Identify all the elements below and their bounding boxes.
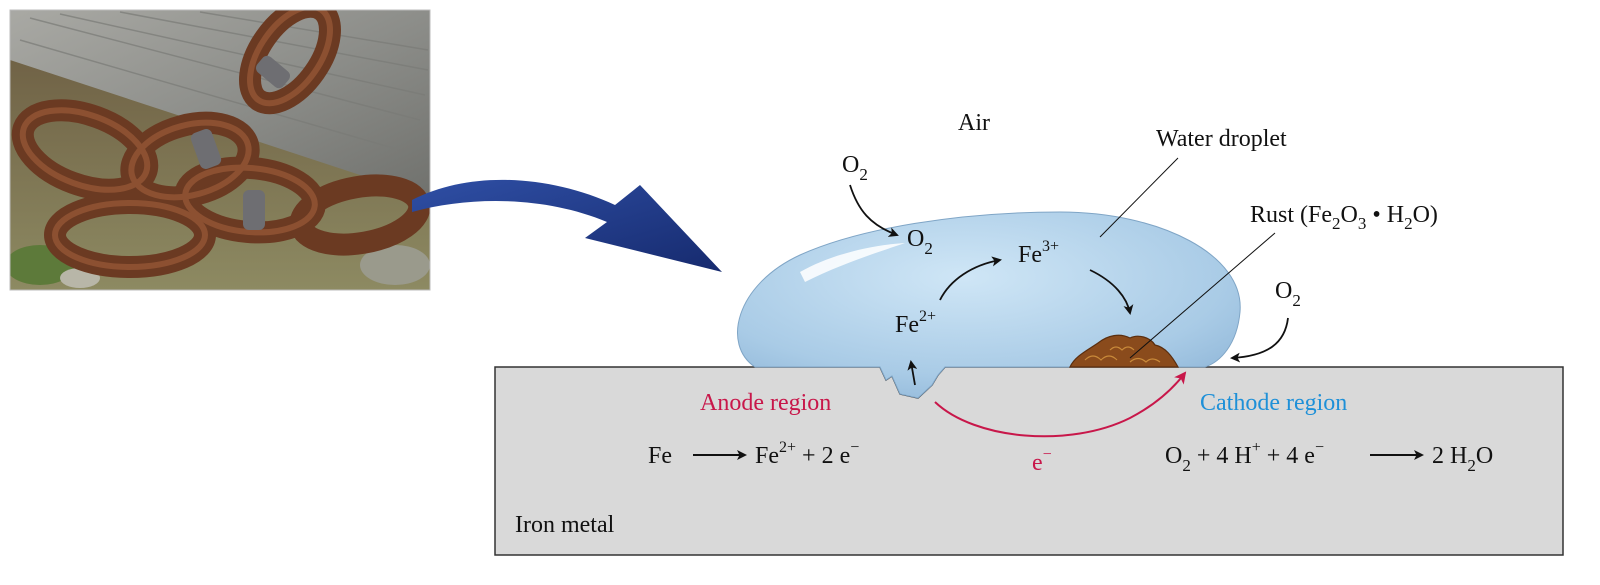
fe2-label: Fe2+ <box>895 308 936 338</box>
water-droplet-leader <box>1099 157 1179 238</box>
cathode-region-label: Cathode region <box>1200 390 1347 416</box>
o2-label-droplet: O2 <box>907 226 933 258</box>
big-curved-arrow-icon <box>412 179 722 272</box>
electron-flow-arrow-icon <box>934 371 1187 438</box>
rust-texture <box>1084 346 1161 363</box>
arrow-o2-cathode-icon <box>1230 317 1289 363</box>
anode-equation-products: Fe2+ + 2 e− <box>755 439 859 469</box>
cathode-equation-reactants: O2 + 4 H+ + 4 e− <box>1165 439 1324 475</box>
air-label: Air <box>958 110 990 136</box>
rust-leader <box>1129 232 1276 359</box>
cathode-equation-product: 2 H2O <box>1432 443 1493 475</box>
photo-frame <box>9 9 431 291</box>
anode-equation-reactant: Fe <box>648 443 672 469</box>
arrow-fe2-to-fe3-icon <box>939 256 1002 301</box>
arrow-pit-up-icon <box>907 360 918 386</box>
arrow-o2-in-icon <box>849 184 899 237</box>
rusty-chain-photo <box>10 10 430 290</box>
droplet-highlight <box>800 243 905 282</box>
iron-metal-label: Iron metal <box>515 512 615 538</box>
water-droplet-label: Water droplet <box>1156 126 1287 152</box>
fe3-label: Fe3+ <box>1018 238 1059 268</box>
arrow-fe3-to-rust-icon <box>1089 269 1134 315</box>
rust-label: Rust (Fe2O3 • H2O) <box>1250 202 1438 233</box>
electron-label: e− <box>1032 446 1052 476</box>
anode-region-label: Anode region <box>700 390 831 416</box>
o2-label-cathode: O2 <box>1275 278 1301 310</box>
o2-label-air: O2 <box>842 152 868 184</box>
